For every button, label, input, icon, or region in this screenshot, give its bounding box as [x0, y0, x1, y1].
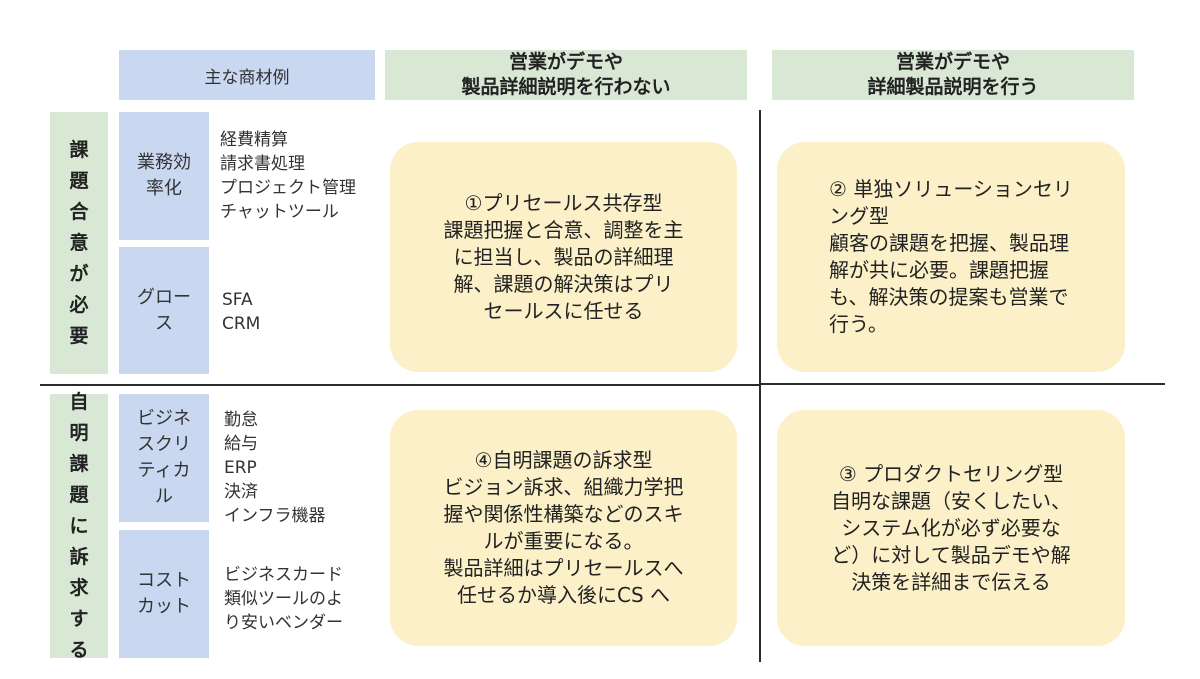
category-growth-label: グロー ス — [137, 286, 191, 334]
category-critical: ビジネ スクリ ティカ ル — [119, 394, 209, 522]
horizontal-divider-right — [760, 383, 1165, 385]
category-efficiency: 業務効 率化 — [119, 112, 209, 240]
column-header-demo-label: 営業がデモや 詳細製品説明を行う — [867, 51, 1039, 98]
examples-header-label: 主な商材例 — [204, 67, 290, 88]
column-header-no-demo-label: 営業がデモや 製品詳細説明を行わない — [461, 51, 671, 98]
row-label-bottom-text: 自 明 課 題 に 訴 求 す る — [69, 390, 89, 661]
quadrant-presales-coexist-text: ①プリセールス共存型 課題把握と合意、調整を主 に担当し、製品の詳細理 解、課題… — [443, 190, 684, 323]
examples-efficiency: 経費精算 請求書処理 プロジェクト管理 チャットツール — [220, 130, 356, 222]
row-label-bottom: 自 明 課 題 に 訴 求 す る — [50, 391, 108, 661]
quadrant-obvious-issue-appeal-text: ④自明課題の訴求型 ビジョン訴求、組織力学把 握や関係性構築などのスキ ルが重要… — [443, 448, 684, 607]
examples-critical: 勤怠 給与 ERP 決済 インフラ機器 — [224, 410, 326, 526]
category-cost-label: コスト カット — [137, 570, 191, 617]
quadrant-solo-solution-selling: ② 単独ソリューションセリ ング型 顧客の課題を把握、製品理 解が共に必要。課題… — [777, 142, 1125, 372]
column-header-no-demo: 営業がデモや 製品詳細説明を行わない — [385, 50, 747, 100]
examples-growth: SFA CRM — [222, 290, 261, 334]
quadrant-obvious-issue-appeal: ④自明課題の訴求型 ビジョン訴求、組織力学把 握や関係性構築などのスキ ルが重要… — [390, 410, 737, 646]
category-growth: グロー ス — [119, 247, 209, 374]
examples-cost: ビジネスカード 類似ツールのよ り安いベンダー — [224, 565, 343, 633]
column-header-demo: 営業がデモや 詳細製品説明を行う — [772, 50, 1134, 100]
quadrant-presales-coexist: ①プリセールス共存型 課題把握と合意、調整を主 に担当し、製品の詳細理 解、課題… — [390, 142, 737, 372]
examples-header: 主な商材例 — [119, 50, 375, 100]
category-critical-label: ビジネ スクリ ティカ ル — [137, 408, 191, 507]
quadrant-product-selling-text: ③ プロダクトセリング型 自明な課題（安くしたい、 システム化が必ず必要な ど）… — [831, 461, 1071, 594]
category-cost: コスト カット — [119, 530, 209, 658]
vertical-divider — [759, 110, 761, 662]
category-efficiency-label: 業務効 率化 — [137, 152, 191, 199]
quadrant-product-selling: ③ プロダクトセリング型 自明な課題（安くしたい、 システム化が必ず必要な ど）… — [777, 410, 1125, 646]
row-label-top-text: 課 題 合 意 が 必 要 — [69, 138, 89, 347]
quadrant-solo-solution-selling-text: ② 単独ソリューションセリ ング型 顧客の課題を把握、製品理 解が共に必要。課題… — [829, 177, 1073, 336]
row-label-top: 課 題 合 意 が 必 要 — [50, 112, 108, 374]
horizontal-divider-left — [40, 384, 760, 386]
